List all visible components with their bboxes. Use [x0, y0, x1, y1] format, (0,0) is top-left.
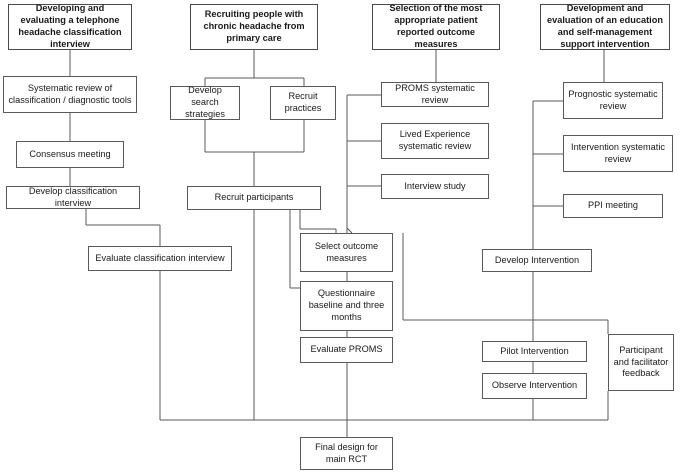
header-box-intervention: Development and evaluation of an educati… — [540, 3, 670, 50]
step-develop-classification-interview: Develop classification interview — [6, 186, 140, 209]
step-label-recruit-practices: Recruit practices — [284, 91, 322, 113]
step-label-ppi-meeting: PPI meeting — [587, 200, 639, 211]
step-label-evaluate-classification-interview: Evaluate classification interview — [95, 252, 225, 263]
step-observe-intervention: Observe Intervention — [482, 373, 587, 399]
step-label-lived-experience-systematic-review: Lived Experience systematic review — [398, 129, 472, 151]
step-label-develop-search-strategies: Develop search strategies — [185, 85, 225, 119]
step-label-evaluate-proms: Evaluate PROMS — [310, 344, 383, 355]
header-box-recruitment: Recruiting people with chronic headache … — [190, 4, 318, 50]
step-label-pilot-intervention: Pilot Intervention — [500, 345, 569, 356]
step-label-consensus-meeting: Consensus meeting — [29, 148, 111, 159]
step-questionnaire-baseline-three-months: Questionnaire baseline and three months — [300, 281, 393, 331]
step-develop-intervention: Develop Intervention — [482, 249, 592, 272]
header-label-4: Development and evaluation of an educati… — [547, 3, 663, 49]
step-proms-systematic-review: PROMS systematic review — [381, 82, 489, 107]
step-consensus-meeting: Consensus meeting — [16, 141, 124, 168]
step-systematic-review-classification: Systematic review of classification / di… — [3, 76, 137, 113]
step-recruit-participants: Recruit participants — [187, 186, 321, 210]
step-label-prognostic-systematic-review: Prognostic systematic review — [568, 88, 658, 111]
step-evaluate-proms: Evaluate PROMS — [300, 337, 393, 363]
step-label-develop-intervention: Develop Intervention — [494, 254, 580, 265]
step-interview-study: Interview study — [381, 174, 489, 199]
step-label-intervention-systematic-review: Intervention systematic review — [571, 141, 665, 164]
step-prognostic-systematic-review: Prognostic systematic review — [563, 82, 663, 119]
step-pilot-intervention: Pilot Intervention — [482, 341, 587, 362]
step-label-participant-facilitator-feedback: Participant and facilitator feedback — [613, 344, 669, 379]
step-label-select-outcome-measures: Select outcome measures — [314, 240, 379, 263]
step-intervention-systematic-review: Intervention systematic review — [563, 135, 673, 172]
step-final-design-rct: Final design for main RCT — [300, 437, 393, 470]
step-ppi-meeting: PPI meeting — [563, 194, 663, 218]
header-label-3: Selection of the most appropriate patien… — [389, 3, 483, 49]
step-lived-experience-systematic-review: Lived Experience systematic review — [381, 123, 489, 159]
header-box-classification-interview: Developing and evaluating a telephone he… — [8, 3, 132, 50]
step-participant-facilitator-feedback: Participant and facilitator feedback — [608, 334, 674, 391]
step-label-develop-classification-interview: Develop classification interview — [28, 185, 118, 208]
step-label-proms-systematic-review: PROMS systematic review — [395, 82, 475, 105]
step-label-final-design-rct: Final design for main RCT — [315, 441, 378, 464]
header-label-2: Recruiting people with chronic headache … — [203, 9, 305, 43]
step-select-outcome-measures: Select outcome measures — [300, 233, 393, 272]
step-evaluate-classification-interview: Evaluate classification interview — [88, 246, 232, 271]
step-label-observe-intervention: Observe Intervention — [491, 380, 578, 391]
step-label-questionnaire-baseline-three-months: Questionnaire baseline and three months — [308, 288, 385, 322]
step-recruit-practices: Recruit practices — [270, 86, 336, 120]
step-develop-search-strategies: Develop search strategies — [170, 85, 240, 120]
step-label-systematic-review-classification: Systematic review of classification / di… — [8, 82, 132, 105]
header-box-outcome-measures: Selection of the most appropriate patien… — [372, 3, 500, 50]
step-label-recruit-participants: Recruit participants — [214, 192, 294, 203]
step-label-interview-study: Interview study — [404, 180, 466, 191]
header-label-1: Developing and evaluating a telephone he… — [18, 3, 122, 49]
